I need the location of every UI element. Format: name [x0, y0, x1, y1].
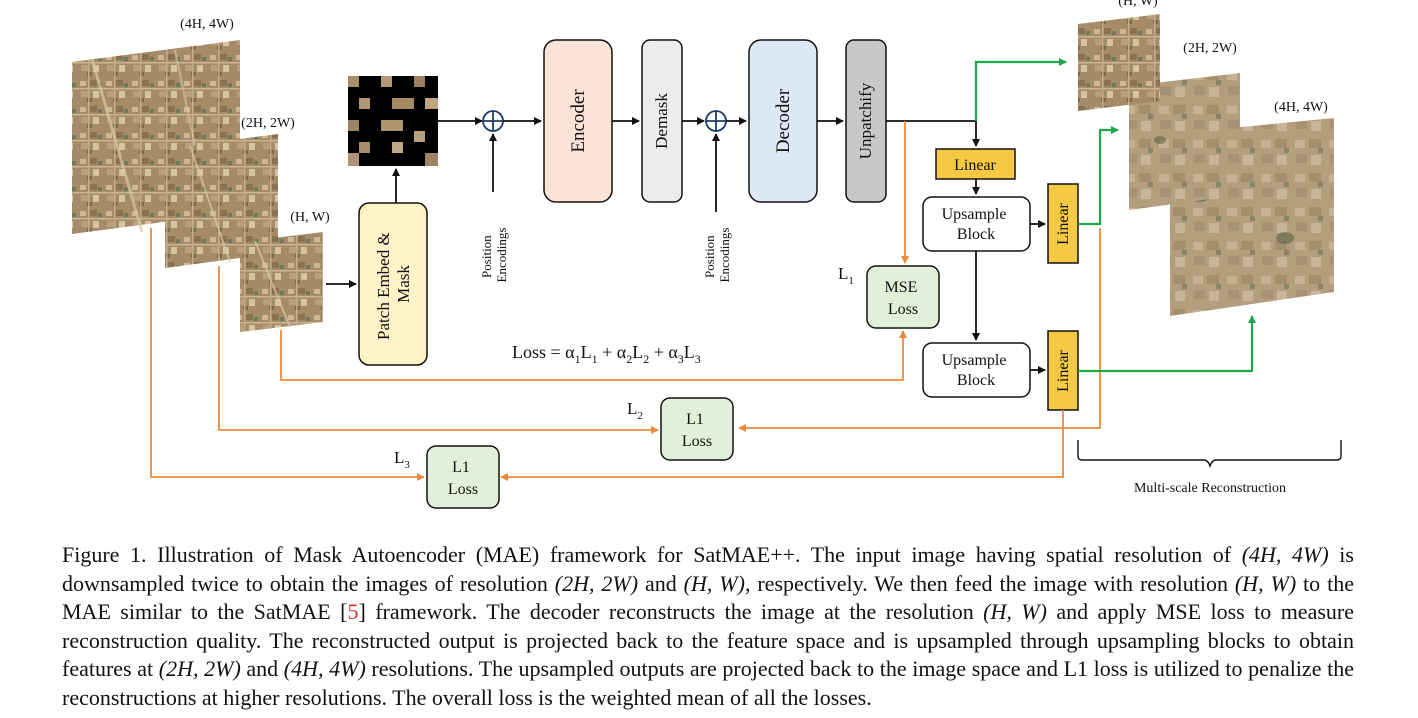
l1-loss-label-3: L1 Loss — [448, 459, 478, 498]
multi-scale-label: Multi-scale Reconstruction — [1134, 481, 1286, 496]
upsample-label-2: Upsample Block — [942, 352, 1011, 389]
arrow-input-2h-to-l2 — [218, 266, 659, 434]
arrow-2h-to-l2-loss — [738, 228, 1101, 432]
add-position-encoding-1 — [482, 110, 504, 132]
loss-label-l1: L1 — [838, 264, 854, 287]
position-encodings-label-1: Position Encodings — [479, 228, 509, 283]
linear-label-2: Linear — [1055, 202, 1072, 244]
l1-loss-box-2 — [660, 397, 734, 461]
arrow-to-output-hw — [974, 58, 1067, 121]
caption-text: , respectively. We then feed the image w… — [744, 570, 1235, 596]
caption-figure-label: Figure 1. — [62, 542, 147, 567]
caption-text: Illustration of Mask Autoencoder (MAE) f… — [146, 542, 1242, 567]
caption-math: (H, W) — [983, 599, 1047, 625]
caption-math: (2H, 2W) — [554, 570, 639, 596]
input-image-2h2w — [165, 134, 278, 268]
caption-text: and apply MSE loss to measure reconstruc… — [62, 599, 1354, 682]
arrow-input-hw-to-mse — [280, 330, 907, 381]
l1-loss-label-2: L1 Loss — [682, 411, 712, 450]
scale-label-input-2h: (2H, 2W) — [241, 116, 295, 131]
demask-label: Demask — [652, 93, 671, 149]
patch-embed-block — [358, 202, 428, 366]
caption-text: and — [240, 656, 284, 682]
satmae-diagram: (4H, 4W) (2H, 2W) (H, W) Patch Embed & M… — [72, 0, 1342, 509]
caption-text: to the MAE similar to the SatMAE [ — [62, 570, 1354, 625]
unpatchify-label: Unpatchify — [856, 82, 875, 159]
caption-text: and — [638, 570, 684, 596]
scale-label-input-4h: (4H, 4W) — [180, 17, 234, 32]
output-image-hw — [1078, 14, 1160, 111]
caption-math: (2H, 2W) — [158, 656, 241, 682]
multi-scale-brace — [1077, 440, 1342, 469]
figure-caption: Figure 1. Illustration of Mask Autoencod… — [62, 541, 1354, 713]
scale-label-output-2h: (2H, 2W) — [1183, 41, 1237, 56]
caption-math: (H, W) — [1234, 570, 1297, 596]
scale-label-input-h: (H, W) — [290, 210, 330, 225]
arrow-4h-to-l3-loss — [500, 410, 1064, 481]
patch-embed-label: Patch Embed & Mask — [374, 228, 413, 340]
mse-loss-label: MSE Loss — [885, 279, 922, 318]
linear-label-3: Linear — [1055, 349, 1072, 391]
caption-math: (H, W) — [683, 570, 745, 596]
scale-label-output-4h: (4H, 4W) — [1274, 100, 1328, 115]
arrow-input-4h-to-l3 — [150, 228, 425, 481]
arrow-to-output-2h2w — [1078, 126, 1119, 226]
loss-label-l3: L3 — [394, 448, 410, 471]
caption-text: resolutions. The upsampled outputs are p… — [62, 656, 1354, 710]
loss-formula: Loss = α1L1 + α2L2 + α3L3 — [512, 342, 701, 366]
masked-patch-grid — [348, 76, 438, 166]
mse-loss-box — [866, 265, 940, 329]
decoder-label: Decoder — [773, 88, 794, 153]
caption-math: (4H, 4W) — [283, 656, 366, 682]
add-position-encoding-2 — [705, 110, 727, 132]
loss-label-l2: L2 — [627, 399, 643, 422]
citation-link[interactable]: 5 — [347, 599, 359, 625]
linear-label-top: Linear — [954, 157, 996, 174]
input-image-hw — [240, 232, 323, 332]
caption-text: is downsampled twice to obtain the image… — [62, 542, 1354, 596]
arrow-unpatchify-to-linear — [886, 120, 980, 147]
caption-math: (4H, 4W) — [1241, 542, 1329, 567]
position-encodings-label-2: Position Encodings — [702, 228, 732, 283]
upsample-label-1: Upsample Block — [942, 206, 1011, 243]
encoder-label: Encoder — [568, 89, 589, 153]
arrow-to-output-4h4w — [1078, 315, 1256, 373]
output-image-2h2w — [1129, 73, 1240, 210]
l1-loss-box-3 — [426, 445, 500, 509]
linear-block-top — [935, 148, 1016, 180]
scale-label-output-h: (H, W) — [1118, 0, 1158, 9]
caption-text: ] framework. The decoder reconstructs th… — [358, 599, 984, 625]
